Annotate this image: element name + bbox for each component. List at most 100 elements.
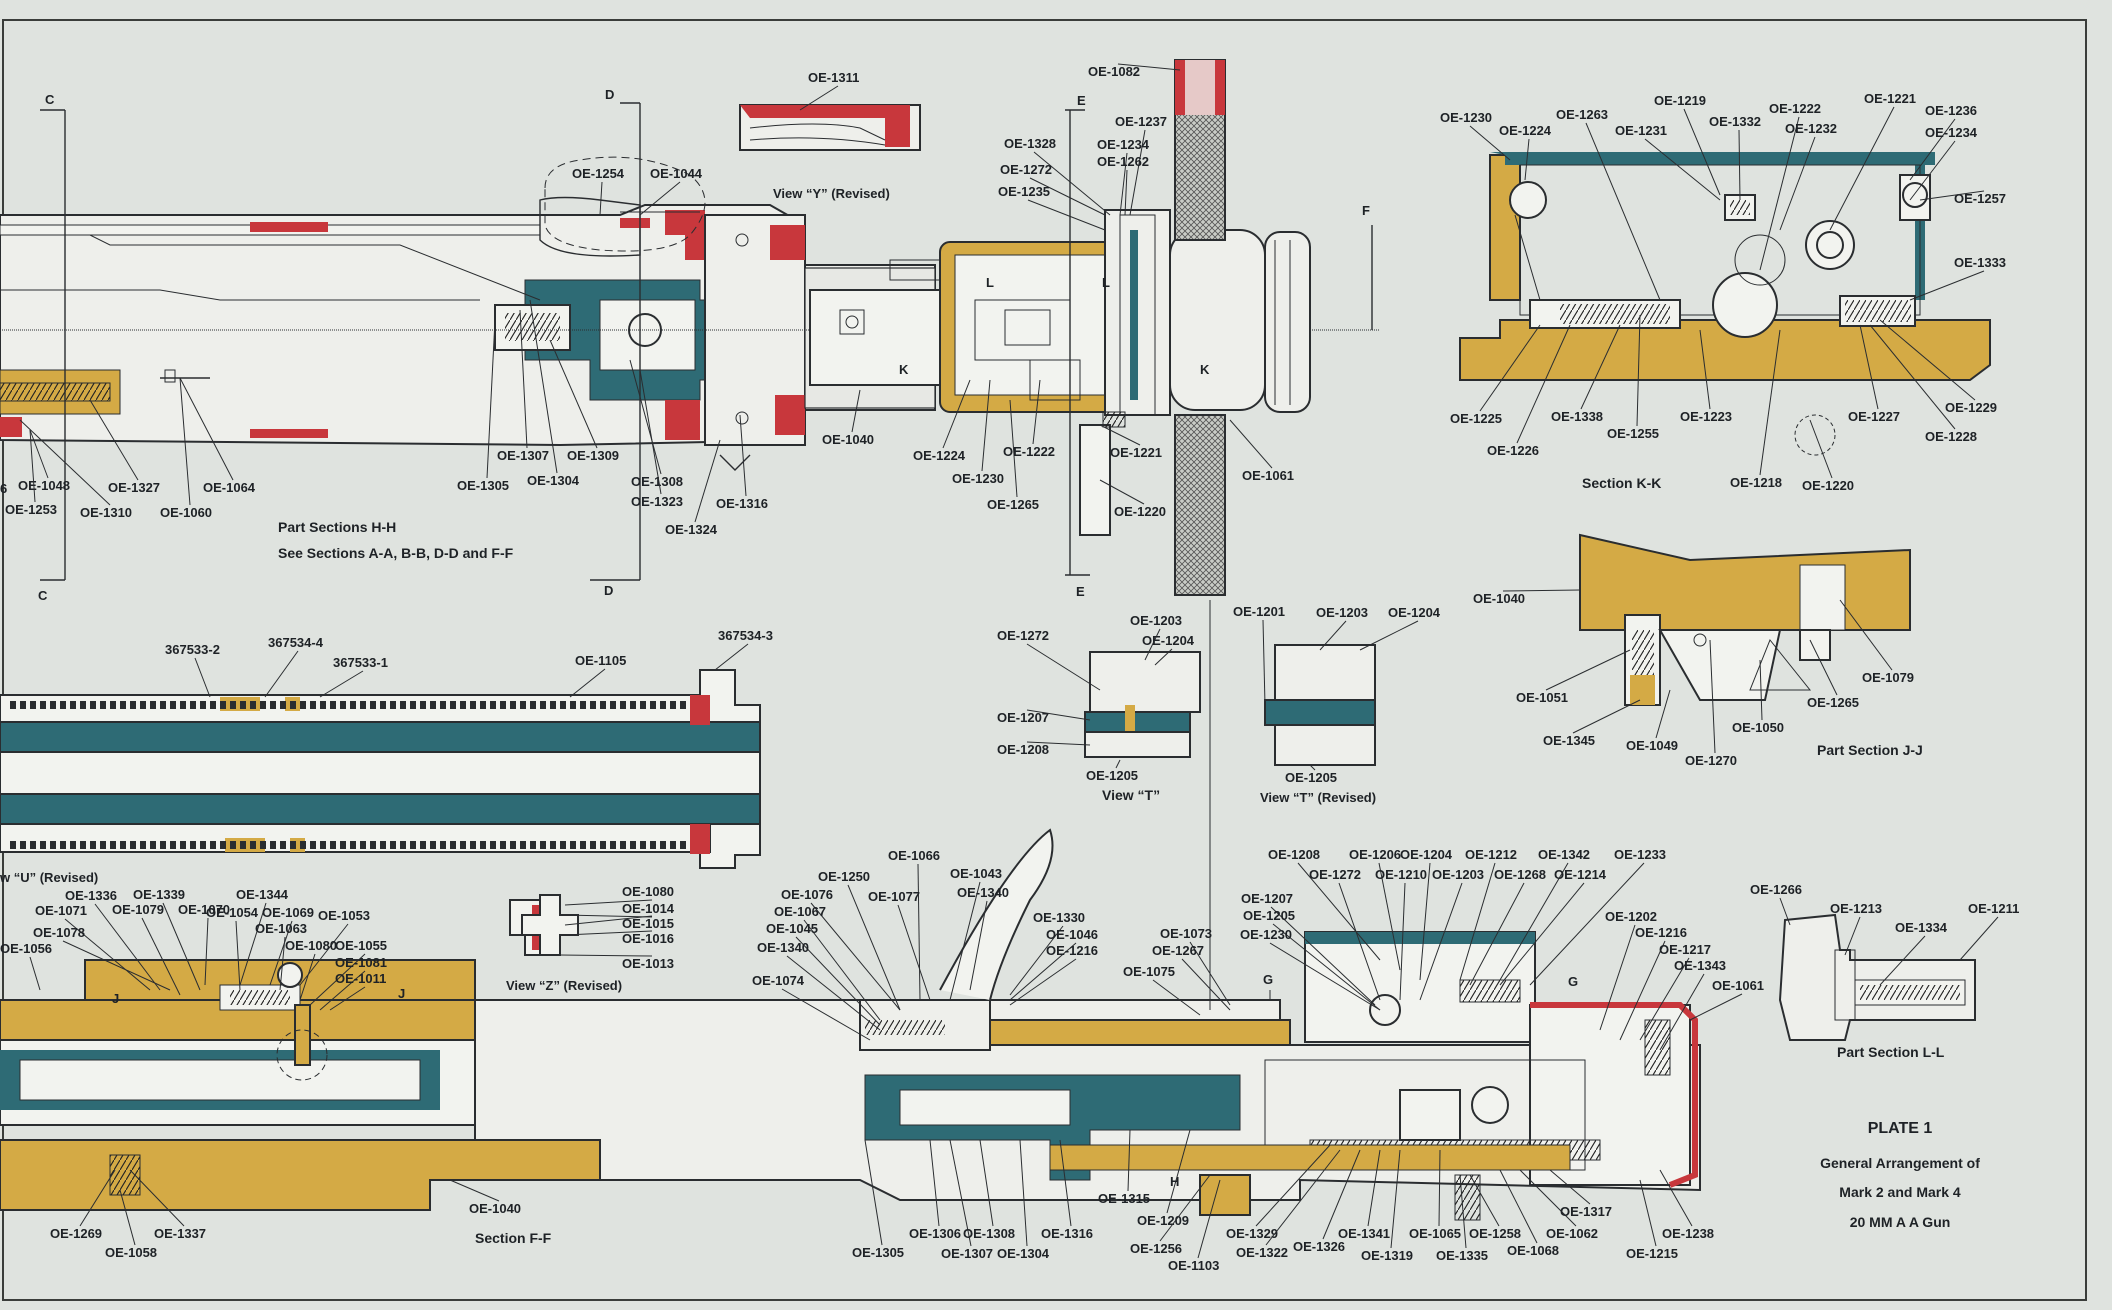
sheet-border [2,19,2087,1301]
part-label-top: OE-1061 [1242,468,1294,483]
part-label-lowerLeft: OE-1058 [105,1245,157,1260]
leader-line [1119,152,1128,216]
leader-line [1738,129,1741,201]
part-label-kk: OE-1225 [1450,411,1502,426]
part-label-top: OE-1253 [5,502,57,517]
part-label-lowerMid: OE-1209 [1137,1213,1189,1228]
part-label-lowerRight: OE-1212 [1465,847,1517,862]
part-label-lowerLeft: OE-1071 [35,903,87,918]
part-label-lowerLeft: OE-1080 [622,884,674,899]
part-label-top: OE-1308 [631,474,683,489]
part-label-kk: OE-1333 [1954,255,2006,270]
leader-line [1026,643,1101,691]
section-letter-k: K [899,362,909,377]
leader-line [1869,324,1956,430]
leader-line [119,1189,136,1246]
section-k-k [1459,152,1991,456]
leader-line [94,903,161,991]
leader-line [1378,862,1401,971]
part-label-lowerRight: OE-1208 [1268,847,1320,862]
section-f-f [0,899,601,1211]
leader-line [1759,659,1763,721]
part-label-lowerRight: OE-1233 [1614,847,1666,862]
leader-line [1154,648,1173,666]
part-label-lowerRight: OE-1342 [1538,847,1590,862]
leader-line [810,902,901,1011]
part-label-viewT: OE-1205 [1086,768,1138,783]
leader-line [1309,764,1316,771]
view-title-t-revised: View “T” (Revised) [1260,790,1376,805]
part-label-top: OE-1082 [1088,64,1140,79]
part-label-lowerLeft: OE-1040 [469,1201,521,1216]
section-letter-l: L [986,275,994,290]
section-letter-d: D [604,583,613,598]
part-label-lowerRight: OE-1322 [1236,1245,1288,1260]
part-label-lowerLeft: OE-1011 [335,971,386,986]
receiver-top-assembly [0,156,1380,471]
leader-line [264,650,299,698]
part-label-lowerLeft: OE-1080 [285,938,337,953]
part-label-top: OE-1311 [808,70,859,85]
section-letter-d: D [605,87,614,102]
part-label-lowerRight: OE-1216 [1635,925,1687,940]
leader-line [1459,862,1496,981]
part-label-viewT: OE-1204 [1388,605,1441,620]
view-t [1084,644,1376,766]
part-label-lowerRight: OE-1204 [1400,847,1453,862]
part-label-top: OE-1309 [567,448,619,463]
part-label-lowerLeft: OE-1269 [50,1226,102,1241]
part-label-jj: OE-1345 [1543,733,1595,748]
leader-line [949,881,981,1001]
leader-line [1655,689,1671,739]
section-letter-e: E [1076,584,1085,599]
leader-line [1524,138,1530,181]
part-label-top: OE-1040 [822,432,874,447]
leader-line [1659,973,1705,1051]
part-label-viewT: OE-1203 [1130,613,1182,628]
section-letter-l: L [1102,275,1110,290]
part-section-l-l [1778,913,1976,1041]
part-label-lowerRight: OE-1258 [1469,1226,1521,1241]
view-title-u: w “U” (Revised) [0,870,98,885]
part-label-lowerMid: OE-1043 [950,866,1002,881]
leader-line [1390,1149,1401,1249]
leader-line [1166,1129,1191,1214]
leader-line [1499,1169,1538,1244]
leader-line [639,181,681,216]
part-label-kk: OE-1231 [1615,123,1667,138]
leader-line [981,379,991,472]
leader-line [1009,958,1077,1006]
part-label-lowerMid: OE-1340 [757,940,809,955]
part-label-lowerMid: OE-1330 [1033,910,1085,925]
part-label-lowerMid: OE-1045 [766,921,818,936]
part-label-viewT: OE-1201 [1233,604,1285,619]
part-label-lowerMid: OE-1304 [997,1246,1050,1261]
leader-line [529,299,558,474]
section-letter-h: H [1170,1174,1179,1189]
part-label-top: OE-1220 [1114,504,1166,519]
part-label-kk: OE-1263 [1556,107,1608,122]
part-label-extra: 6 [0,481,7,496]
part-label-top: OE-1064 [203,480,256,495]
part-label-lowerMid: OE-1305 [852,1245,904,1260]
part-label-lowerLeft: OE-1344 [236,887,289,902]
part-label-lowerRight: OE-1319 [1361,1248,1413,1263]
leader-line [1859,324,1879,410]
part-label-lowerRight: OE-1268 [1494,867,1546,882]
part-label-lowerRight: OE-1343 [1674,958,1726,973]
leader-line [564,915,653,926]
leader-line [1269,942,1381,1011]
leader-line [629,359,662,475]
section-letter-k: K [1200,362,1210,377]
leader-line [319,670,364,698]
part-label-kk: OE-1226 [1487,443,1539,458]
leader-line [1659,1169,1693,1227]
part-label-lowerLeft: OE-1063 [255,921,307,936]
leader-line [1359,620,1419,651]
feed-and-trigger-assembly [474,600,1701,1221]
part-label-barrel: 367533-2 [165,642,220,657]
leader-line [1585,122,1661,301]
leader-line [639,369,662,495]
